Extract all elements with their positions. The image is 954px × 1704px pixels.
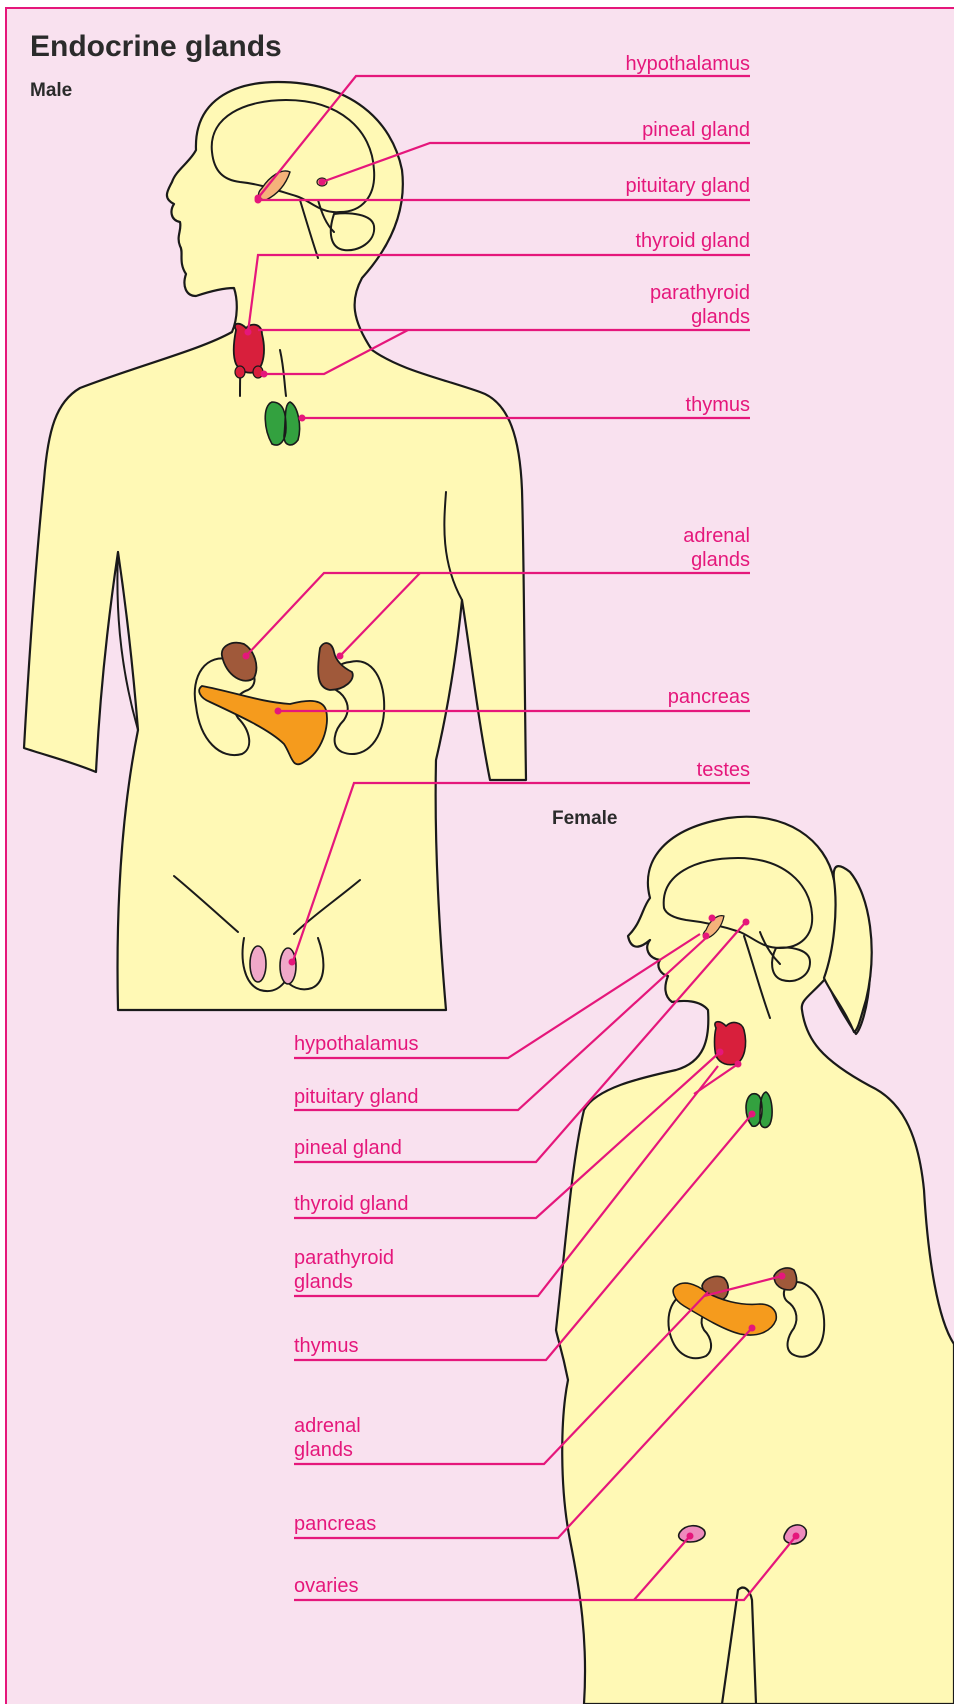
male-dot-adrenal-left bbox=[243, 653, 250, 660]
female-label-adrenal-line2: glands bbox=[294, 1439, 353, 1461]
male-heading: Male bbox=[30, 80, 72, 101]
female-label-hypothalamus: hypothalamus bbox=[294, 1033, 419, 1055]
male-label-hypothalamus: hypothalamus bbox=[625, 53, 750, 75]
male-label-parathyroid-line1: parathyroid bbox=[650, 282, 750, 304]
male-dot-thymus bbox=[299, 415, 306, 422]
female-label-parathyroid-line2: glands bbox=[294, 1271, 353, 1293]
male-label-pancreas: pancreas bbox=[668, 686, 750, 708]
female-label-thymus: thymus bbox=[294, 1335, 358, 1357]
female-label-pancreas: pancreas bbox=[294, 1513, 376, 1535]
male-label-pineal: pineal gland bbox=[642, 119, 750, 141]
male-parathyroid-1 bbox=[235, 366, 245, 378]
female-dot-pineal bbox=[743, 919, 750, 926]
male-dot-adrenal-right bbox=[337, 653, 344, 660]
male-label-parathyroid-line2: glands bbox=[691, 306, 750, 328]
male-label-adrenal-line1: adrenal bbox=[683, 525, 750, 547]
male-dot-pineal bbox=[319, 179, 326, 186]
male-testis-right bbox=[280, 948, 296, 984]
female-dot-pituitary bbox=[703, 933, 710, 940]
female-label-ovaries: ovaries bbox=[294, 1575, 358, 1597]
female-label-parathyroid-line1: parathyroid bbox=[294, 1247, 394, 1269]
male-label-adrenal-line2: glands bbox=[691, 549, 750, 571]
female-label-thyroid: thyroid gland bbox=[294, 1193, 409, 1215]
female-dot-pancreas bbox=[749, 1325, 756, 1332]
female-thyroid bbox=[715, 1022, 746, 1065]
female-label-adrenal-line1: adrenal bbox=[294, 1415, 361, 1437]
male-dot-pituitary bbox=[255, 197, 262, 204]
female-thymus bbox=[746, 1092, 772, 1127]
male-label-testes: testes bbox=[697, 759, 750, 781]
female-dot-thymus bbox=[749, 1111, 756, 1118]
female-dot-parathyroid bbox=[735, 1061, 742, 1068]
male-dot-thyroid bbox=[245, 329, 252, 336]
male-thymus bbox=[265, 402, 299, 445]
female-dot-adrenal bbox=[779, 1273, 786, 1280]
female-dot-hypothalamus bbox=[709, 915, 716, 922]
male-label-thyroid: thyroid gland bbox=[635, 230, 750, 252]
female-dot-ovary-right bbox=[793, 1533, 800, 1540]
male-label-thymus: thymus bbox=[686, 394, 750, 416]
male-testis-left bbox=[250, 946, 266, 982]
male-label-pituitary: pituitary gland bbox=[625, 175, 750, 197]
female-label-pineal: pineal gland bbox=[294, 1137, 402, 1159]
diagram-title: Endocrine glands bbox=[30, 30, 282, 63]
male-dot-pancreas bbox=[275, 708, 282, 715]
female-dot-ovary-left bbox=[687, 1533, 694, 1540]
male-dot-parathyroid bbox=[261, 371, 268, 378]
female-heading: Female bbox=[552, 808, 617, 829]
male-dot-testes bbox=[289, 959, 296, 966]
female-dot-thyroid bbox=[717, 1049, 724, 1056]
female-label-pituitary: pituitary gland bbox=[294, 1086, 419, 1108]
